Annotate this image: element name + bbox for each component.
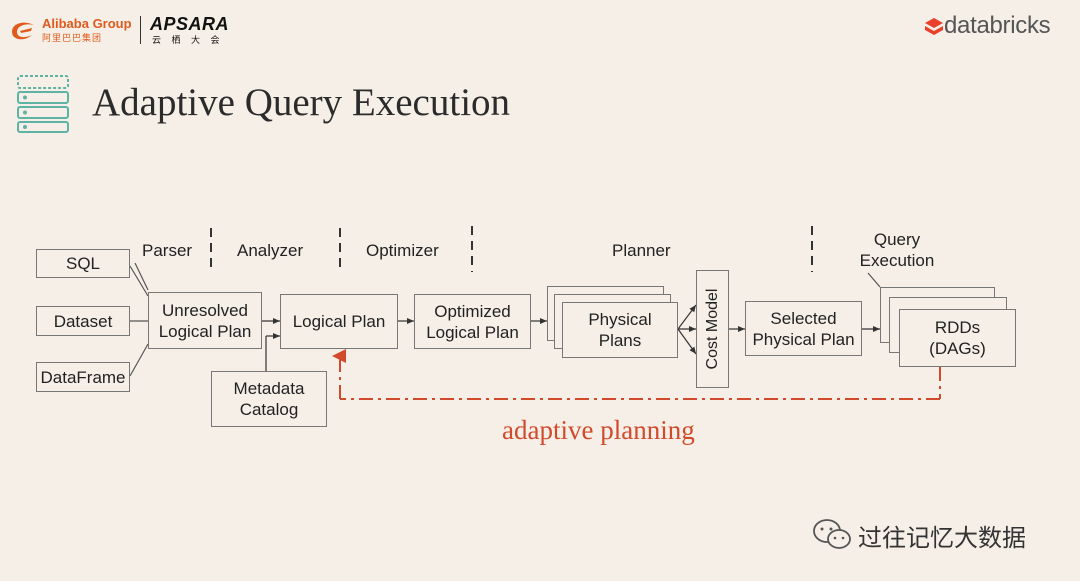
stage-analyzer: Analyzer: [237, 241, 304, 260]
databricks-logo: databricks: [944, 12, 1051, 39]
input-dataset: Dataset: [36, 306, 130, 336]
alibaba-logo-icon: [12, 22, 34, 40]
node-unresolved-logical-plan: Unresolved Logical Plan: [148, 292, 262, 349]
server-stack-icon: [17, 75, 69, 133]
node-metadata-catalog: Metadata Catalog: [211, 371, 327, 427]
input-dataframe: DataFrame: [36, 362, 130, 392]
node-selected-physical-plan: Selected Physical Plan: [745, 301, 862, 356]
watermark-text: 过往记忆大数据: [858, 525, 1026, 552]
wechat-icon: [813, 519, 851, 549]
stage-parser: Parser: [142, 241, 193, 260]
alibaba-group-logo: Alibaba Group: [42, 16, 132, 31]
databricks-logo-icon: [925, 18, 943, 35]
apsara-logo: APSARA: [150, 14, 230, 34]
cost-model-label: Cost Model: [703, 288, 721, 370]
node-rdds: RDDs (DAGs): [899, 309, 1016, 367]
node-logical-plan: Logical Plan: [280, 294, 398, 349]
node-cost-model: Cost Model: [696, 270, 729, 388]
stage-optimizer: Optimizer: [366, 241, 439, 260]
node-physical-plans: Physical Plans: [562, 302, 678, 358]
input-sql: SQL: [36, 249, 130, 278]
slide-title: Adaptive Query Execution: [92, 81, 511, 124]
apsara-chinese-subtitle: 云 栖 大 会: [152, 35, 224, 45]
alibaba-chinese-subtitle: 阿里巴巴集团: [42, 33, 103, 43]
stage-query-execution: Query Execution: [859, 230, 935, 270]
node-optimized-logical-plan: Optimized Logical Plan: [414, 294, 531, 349]
stage-planner: Planner: [612, 241, 671, 260]
adaptive-planning-label: adaptive planning: [502, 415, 695, 445]
header-divider: [140, 16, 141, 44]
